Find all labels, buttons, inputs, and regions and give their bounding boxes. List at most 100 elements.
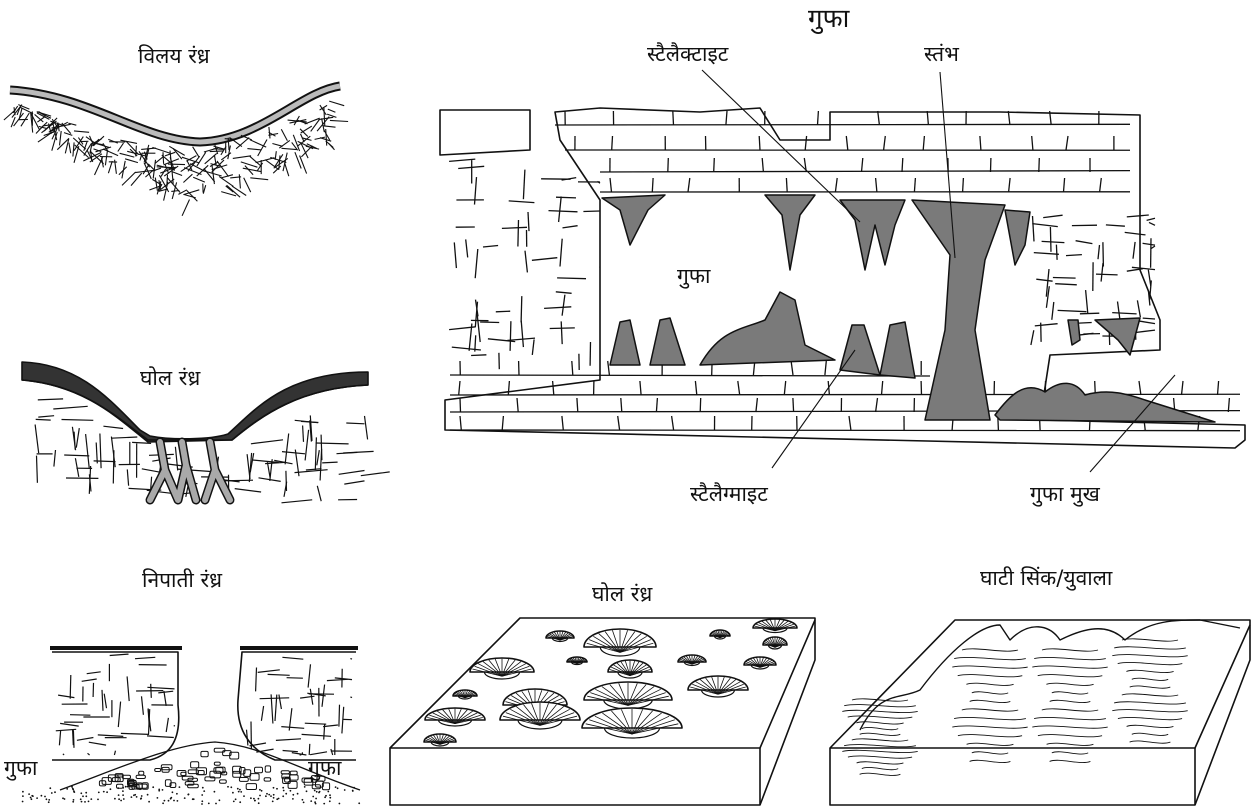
brick-joint <box>902 158 903 172</box>
sediment-dot <box>201 803 203 805</box>
sediment-dot <box>329 797 331 799</box>
fracture-line <box>69 143 71 154</box>
sediment-dot <box>54 791 56 793</box>
wall-block-line <box>1143 318 1155 319</box>
sediment-dot <box>258 798 260 800</box>
wall-block-line <box>532 258 557 261</box>
wall-block-line <box>58 695 74 698</box>
fracture-line <box>183 174 192 182</box>
wall-block-line <box>1035 324 1058 326</box>
wall-block-line <box>583 211 600 212</box>
fracture-line <box>197 152 206 166</box>
sediment-dot <box>90 798 92 800</box>
wall-block-line <box>158 691 173 693</box>
sediment-dot <box>148 801 150 803</box>
wall-block-line <box>562 295 565 316</box>
sediment-dot <box>265 795 267 797</box>
fracture-line <box>73 142 74 156</box>
sediment-dot <box>237 788 239 790</box>
block-line <box>35 425 39 454</box>
wall-block-line <box>1133 242 1135 259</box>
sediment-dot <box>254 800 256 802</box>
sediment-dot <box>106 791 108 793</box>
wall-block-line <box>300 696 314 698</box>
block-line <box>317 450 320 465</box>
wall-block-line <box>563 226 578 228</box>
sediment-dot <box>162 802 164 804</box>
wall-block-line <box>1149 222 1155 225</box>
sediment-dot <box>84 801 86 803</box>
sediment-dot <box>88 801 90 803</box>
brick-joint <box>878 111 880 125</box>
sediment-dot <box>304 786 306 788</box>
wall-block-line <box>292 753 307 755</box>
sediment-dot <box>122 794 124 796</box>
cave-deposits <box>602 195 1215 422</box>
wall-block-line <box>98 735 124 737</box>
fracture-line <box>247 149 261 150</box>
sediment-dot <box>103 791 105 793</box>
sediment-dot <box>71 786 73 788</box>
wall-block-line <box>142 696 144 715</box>
wall-block-line <box>1032 224 1058 227</box>
fracture-line <box>60 131 62 145</box>
fracture-line <box>329 101 344 106</box>
sediment-dot <box>358 802 360 804</box>
block-line <box>305 430 309 461</box>
fracture-line <box>285 163 289 176</box>
brick-course <box>450 375 930 376</box>
sediment-dot <box>123 798 125 800</box>
sediment-dot <box>230 786 232 788</box>
wall-block-line <box>561 321 562 344</box>
fracture-line <box>300 156 307 174</box>
fracture-line <box>233 156 251 159</box>
block-line <box>94 461 116 462</box>
wall-block-line <box>1137 300 1140 317</box>
block-line <box>38 399 63 400</box>
block-line <box>75 458 78 477</box>
brick-joint <box>553 381 554 395</box>
sediment-dot <box>140 798 142 800</box>
brick-joint <box>1064 178 1065 192</box>
sediment-dot <box>273 787 275 789</box>
sediment-dot <box>72 801 74 803</box>
wall-block-line <box>532 339 534 355</box>
brick-joint <box>963 178 964 192</box>
sediment-dot <box>324 796 326 798</box>
label-collapse-sinkhole: निपाती रंध्र <box>142 570 222 591</box>
sediment-dot <box>131 796 133 798</box>
brick-joint <box>700 398 701 412</box>
fracture-line <box>330 120 348 121</box>
fracture-line <box>221 153 231 160</box>
brick-joint <box>784 381 785 395</box>
wall-block-line <box>283 751 298 752</box>
uvala-block-figure <box>830 620 1250 805</box>
brick-joint <box>791 361 793 375</box>
wall-block-line <box>550 328 575 329</box>
sediment-dot <box>22 791 24 793</box>
brick-joint <box>762 158 763 172</box>
brick-joint <box>818 111 819 125</box>
fracture-line <box>155 156 164 163</box>
sediment-dot <box>273 797 275 799</box>
sediment-dot <box>329 800 331 802</box>
brick-joint <box>577 398 578 412</box>
sediment-dot <box>72 789 74 791</box>
sediment-dot <box>85 792 87 794</box>
label-pillar: स्तंभ <box>924 44 959 65</box>
sediment-dot <box>285 793 287 795</box>
wall-block-line <box>350 697 352 698</box>
brick-joint <box>610 178 612 192</box>
fracture-line <box>197 165 209 176</box>
block-line <box>251 440 283 444</box>
fracture-line <box>210 151 224 152</box>
sediment-dot <box>253 798 255 800</box>
brick-joint <box>1032 136 1033 150</box>
brick-joint <box>1182 381 1184 395</box>
block-line <box>74 432 75 450</box>
brick-joint <box>668 158 669 172</box>
sediment-dot <box>192 798 194 800</box>
wall-block-line <box>502 227 527 228</box>
wall-block-line <box>1138 321 1155 324</box>
wall-block-line <box>309 744 310 755</box>
